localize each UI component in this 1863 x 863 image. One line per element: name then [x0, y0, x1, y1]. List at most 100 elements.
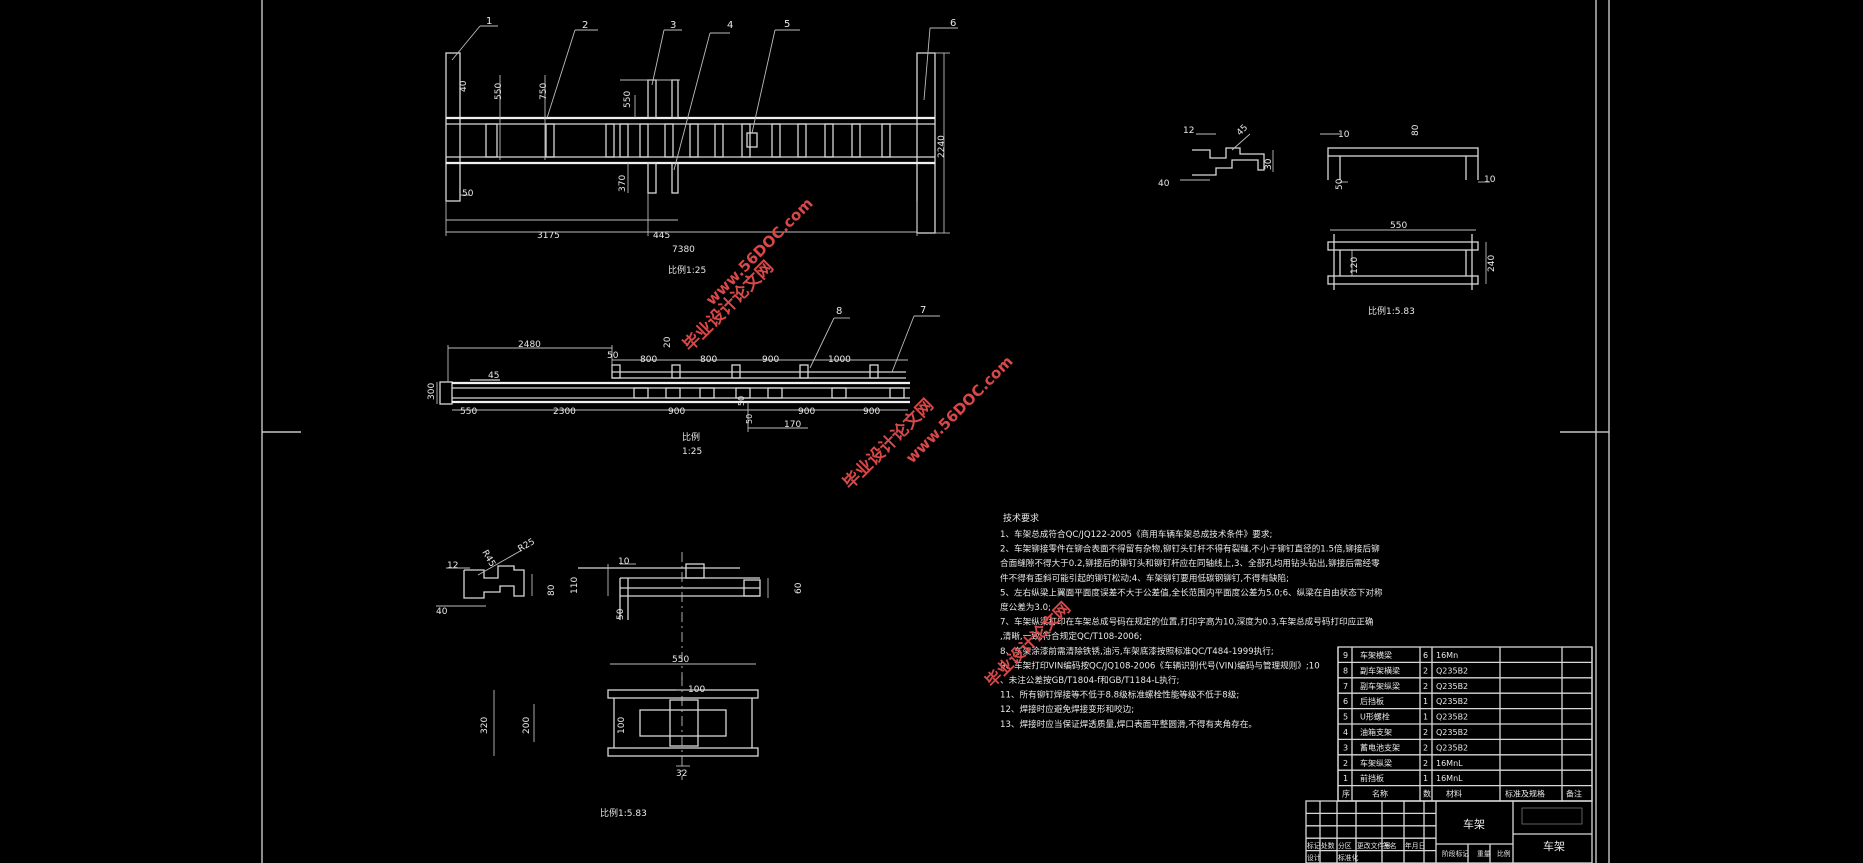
tech-line: 合面缝隙不得大于0.2,铆接后的铆钉头和铆钉杆应在同轴线上,3、全部孔均用钻头钻…: [1000, 557, 1380, 569]
balloon-3: 3: [670, 20, 676, 31]
bom-cell: 3: [1343, 743, 1348, 752]
tb-label: 处数: [1321, 841, 1335, 850]
v3-dim-550: 550: [1390, 221, 1407, 231]
v2-dim-800b: 800: [700, 355, 717, 365]
drawing-frame: [261, 0, 1610, 863]
tb-label: 标记: [1307, 841, 1321, 850]
v3-dim-40: 40: [1158, 179, 1170, 189]
bom-cell: 2: [1423, 682, 1428, 691]
v3-dim-10b: 10: [1484, 175, 1496, 185]
bom-cell: 2: [1423, 666, 1428, 675]
bom-cell: 4: [1343, 728, 1348, 737]
v2-scale-value: 1:25: [682, 447, 702, 457]
balloon-4: 4: [727, 20, 733, 31]
tech-line: 8、车架涂漆前需清除铁锈,油污,车架底漆按照标准QC/T484-1999执行;: [1000, 645, 1274, 657]
bom-cell: U形螺栓: [1360, 712, 1390, 722]
bom-header: 序: [1342, 789, 1350, 799]
v4-dim-40: 40: [436, 607, 448, 617]
v1-scale: 比例1:25: [668, 264, 706, 276]
tech-line: 12、焊接时应避免焊接变形和咬边;: [1000, 703, 1134, 715]
tech-line: 度公差为3.0;: [1000, 601, 1051, 613]
view-bracket-detail: 12 R45 R25 40 80 10 110 50 60 550 100: [436, 537, 804, 819]
bom-cell: 2: [1343, 759, 1348, 768]
tech-line: 5、左右纵梁上翼面平面度误差不大于公差值,全长范围内平面度公差为5.0;6、纵梁…: [1000, 586, 1383, 598]
v3-dim-30: 30: [1264, 158, 1274, 170]
bom-cell: 16MnL: [1436, 759, 1463, 768]
balloon-7: 7: [920, 305, 926, 316]
v4-dim-12: 12: [447, 561, 458, 571]
v3-dim-10a: 10: [1338, 130, 1350, 140]
bom-cell: Q235B2: [1436, 682, 1468, 691]
v2-dim-800a: 800: [640, 355, 657, 365]
v1-dim-40: 40: [459, 80, 469, 92]
tb-drawing-name: 车架: [1543, 839, 1565, 853]
balloon-1: 1: [486, 16, 492, 27]
bom-cell: 车架纵梁: [1360, 758, 1392, 768]
tech-line: ,清晰,一致,符合规定QC/T108-2006;: [1000, 630, 1142, 642]
bom-header: 材料: [1446, 789, 1462, 799]
tb-label: 分区: [1338, 841, 1352, 850]
v3-dim-240: 240: [1487, 255, 1497, 272]
bom-header: 名称: [1372, 789, 1388, 799]
tb-label: 阶段标记: [1442, 849, 1469, 858]
bom-cell: 8: [1343, 666, 1348, 675]
tech-line: 9、车架打印VIN编码按QC/JQ108-2006《车辆识别代号(VIN)编码与…: [1000, 659, 1320, 671]
v1-dim-2240: 2240: [937, 135, 947, 158]
balloon-5: 5: [784, 19, 790, 30]
tb-part-name: 车架: [1463, 817, 1485, 831]
tech-title: 技术要求: [1003, 512, 1039, 524]
tb-label: 签名: [1383, 841, 1397, 850]
balloon-2: 2: [582, 20, 588, 31]
bom-cell: 副车架纵梁: [1360, 681, 1400, 691]
v1-dim-50: 50: [462, 189, 474, 199]
bom-cell: 6: [1423, 651, 1428, 660]
bom-cell: 9: [1343, 651, 1348, 660]
bom-cell: 2: [1423, 743, 1428, 752]
v2-dim-50a: 50: [607, 351, 619, 361]
v1-dim-7380: 7380: [672, 245, 695, 255]
bom-cell: 蓄电池支架: [1360, 742, 1400, 752]
v2-dim-50b: 50: [737, 396, 746, 406]
bom-cell: 5: [1343, 713, 1348, 722]
bom-cell: Q235B2: [1436, 713, 1468, 722]
watermarks: 毕业设计论文网 www.56DOC.com 毕业设计论文网 www.56DOC.…: [679, 194, 1074, 690]
bom-cell: 前挡板: [1360, 773, 1384, 783]
bom-cell: 6: [1343, 697, 1348, 706]
tb-label: 更改文件号: [1357, 841, 1391, 850]
balloon-6: 6: [950, 18, 956, 29]
tech-line: 11、所有铆钉焊接等不低于8.8级标准螺栓性能等级不低于8级;: [1000, 689, 1239, 701]
tb-label: 年月日: [1405, 841, 1425, 850]
tech-line: 13、焊接时应当保证焊透质量,焊口表面平整圆滑,不得有夹角存在。: [1000, 718, 1257, 730]
bom-cell: 16Mn: [1436, 651, 1458, 660]
bom-cell: Q235B2: [1436, 728, 1468, 737]
v2-dim-300: 300: [427, 383, 437, 400]
v4-dim-110: 110: [570, 577, 580, 594]
tb-blackout: [1521, 807, 1583, 825]
view-side: 8 7 2480 50 800 20 800 900 1000 300 45 5…: [427, 305, 940, 457]
bom-cell: 1: [1343, 774, 1348, 783]
v4-dim-10: 10: [618, 557, 630, 567]
bom-cell: Q235B2: [1436, 743, 1468, 752]
v3-scale: 比例1:5.83: [1368, 305, 1415, 317]
bom-header: 标准及规格: [1505, 789, 1545, 799]
v2-dim-900c: 900: [798, 407, 815, 417]
v1-dim-445: 445: [653, 231, 670, 241]
bom-cell: 1: [1423, 697, 1428, 706]
bom-cell: 油箱支架: [1360, 727, 1392, 737]
bom-header: 备注: [1566, 789, 1582, 799]
v1-dim-3175: 3175: [537, 231, 560, 241]
v2-dim-45: 45: [488, 371, 499, 381]
v4-dim-60: 60: [794, 582, 804, 594]
bom-cell: Q235B2: [1436, 697, 1468, 706]
v1-dim-750: 750: [539, 83, 549, 100]
bom-header: 数: [1423, 789, 1431, 799]
v3-dim-80: 80: [1411, 124, 1421, 136]
tb-label: 设计: [1307, 853, 1321, 862]
v1-dim-550b: 550: [623, 91, 633, 108]
bom-cell: 7: [1343, 682, 1348, 691]
v2-dim-170: 170: [784, 420, 801, 430]
v4-scale: 比例1:5.83: [600, 807, 647, 819]
bom-cell: 后挡板: [1360, 696, 1384, 706]
